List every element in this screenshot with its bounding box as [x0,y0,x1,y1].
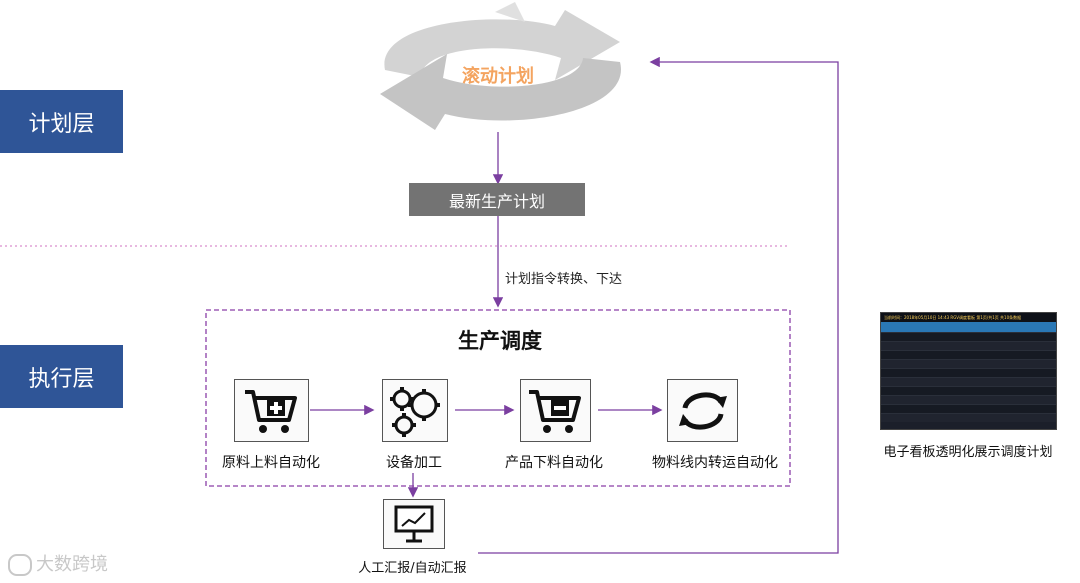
step-transfer-box [667,379,738,442]
step-raw-loading-label: 原料上料自动化 [222,455,320,471]
kanban-caption: 电子看板透明化展示调度计划 [883,445,1053,460]
watermark-logo-icon [8,554,32,576]
plan-layer-label: 计划层 [0,90,123,153]
kanban-column-header [881,322,1056,332]
convert-label: 计划指令转换、下达 [505,272,623,287]
presentation-chart-icon [394,505,434,543]
watermark-text: 大数跨境 [36,554,108,575]
step-equipment-box [382,379,448,442]
kanban-header-text: 当前时间：2018年05月10日 14:43 RGV调度看板 第1页/共1页 共… [881,313,1056,322]
rolling-cycle-graphic [380,2,621,130]
kanban-board-thumbnail: 当前时间：2018年05月10日 14:43 RGV调度看板 第1页/共1页 共… [880,312,1057,430]
cart-plus-icon [244,389,297,433]
step-product-unloading-box [520,379,591,442]
cycle-label: 滚动计划 [462,66,534,87]
step-raw-loading-box [234,379,309,442]
report-label: 人工汇报/自动汇报 [358,561,467,576]
cycle-arrows-icon [678,391,727,430]
cart-minus-icon [528,389,581,433]
gears-icon [390,386,440,437]
step-product-unloading-label: 产品下料自动化 [505,455,603,471]
step-transfer-label: 物料线内转运自动化 [652,455,778,471]
report-box [383,499,445,549]
watermark: 大数跨境 [8,550,108,576]
step-equipment-label: 设备加工 [386,455,442,471]
kanban-rows [881,332,1056,422]
exec-layer-label: 执行层 [0,345,123,408]
latest-plan-box: 最新生产计划 [409,183,585,216]
schedule-title: 生产调度 [458,329,542,353]
